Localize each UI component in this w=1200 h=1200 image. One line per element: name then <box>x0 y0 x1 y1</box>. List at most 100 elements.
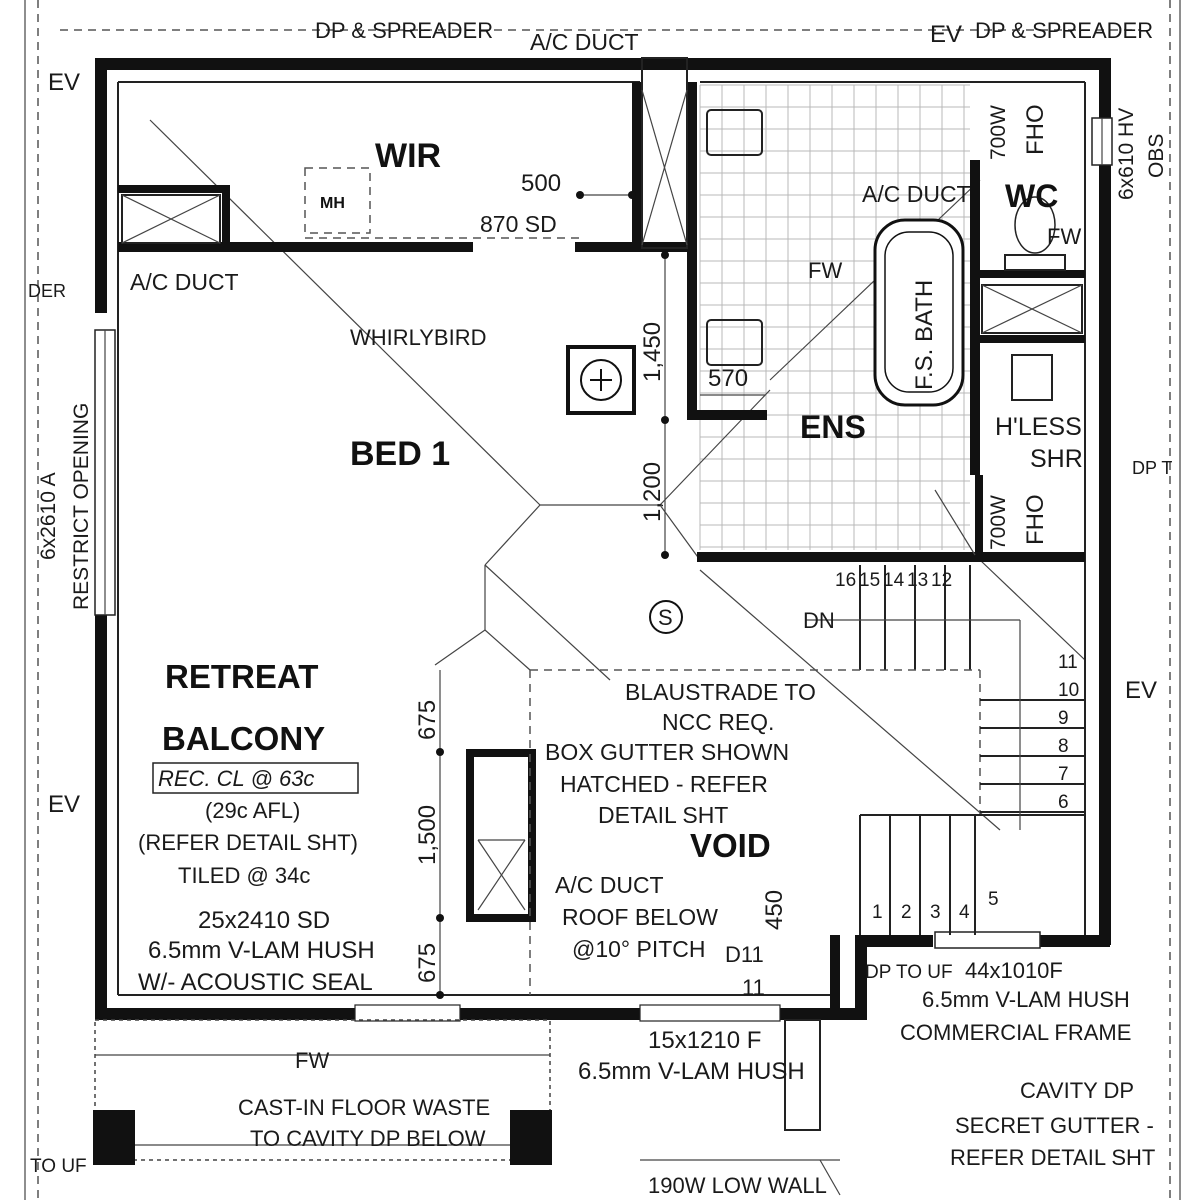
dim-450: 450 <box>761 890 788 930</box>
label-700w-top: 700W <box>987 105 1010 160</box>
label-dn: DN <box>803 608 835 633</box>
eave-lines <box>24 0 1181 1200</box>
label-d11-num: 11 <box>742 975 765 1000</box>
label-dp-spreader-left: DP & SPREADER <box>315 18 493 43</box>
label-fw-balcony: FW <box>295 1048 329 1073</box>
label-vlam-2: 6.5mm V-LAM HUSH <box>922 987 1130 1012</box>
label-acoustic: W/- ACOUSTIC SEAL <box>138 969 373 996</box>
label-window-right-2: OBS <box>1145 134 1168 178</box>
room-label-retreat: RETREAT <box>165 658 318 695</box>
label-ev-top-right: EV <box>930 21 962 48</box>
label-cavity-dp: CAVITY DP <box>1020 1078 1134 1103</box>
label-door-15x1210: 15x1210 F <box>648 1027 761 1054</box>
label-window-right-1: 6x610 HV <box>1115 108 1138 200</box>
label-window-left-2: RESTRICT OPENING <box>70 403 93 610</box>
stair-number-top-4: 12 <box>931 570 952 591</box>
bathroom-fixtures <box>706 109 1066 556</box>
stair-treads <box>529 565 1085 995</box>
label-tiled: TILED @ 34c <box>178 863 310 888</box>
dimension-text: 500 1,450 570 1,200 675 1,500 675 450 <box>414 170 788 983</box>
label-fho-top: FHO <box>1022 104 1049 155</box>
label-sd-25x2410: 25x2410 SD <box>198 907 330 934</box>
stair-symbol-circle <box>649 600 683 634</box>
label-ac-duct-top: A/C DUCT <box>530 29 639 55</box>
dimension-lines <box>436 191 765 999</box>
label-der: DER <box>28 281 66 301</box>
label-vlam-1: 6.5mm V-LAM HUSH <box>148 937 375 964</box>
label-pitch: @10° PITCH <box>572 936 706 962</box>
label-fho-bottom: FHO <box>1022 494 1049 545</box>
label-ev-left-top: EV <box>48 69 80 96</box>
whirlybird-icon <box>566 345 636 415</box>
room-label-void: VOID <box>690 827 771 864</box>
label-700w-bottom: 700W <box>987 495 1010 550</box>
label-roof-below: ROOF BELOW <box>562 904 718 930</box>
label-dp-t: DP T <box>1132 458 1172 478</box>
stair-number-bottom-1: 2 <box>901 902 912 923</box>
stair-number-right-3: 8 <box>1058 736 1069 757</box>
label-box-gutter-2: HATCHED - REFER <box>560 771 768 797</box>
label-ev-left-bottom: EV <box>48 791 80 818</box>
stair-number-bottom-3: 4 <box>959 902 970 923</box>
label-ac-duct-void: A/C DUCT <box>555 872 664 898</box>
label-rec-cl: REC. CL @ 63c <box>158 766 314 791</box>
dim-1200: 1,200 <box>639 462 666 522</box>
windows <box>94 117 1113 1022</box>
label-to-uf: TO UF <box>30 1156 87 1177</box>
label-balustrade-1: BLAUSTRADE TO <box>625 679 816 705</box>
annotations: DP & SPREADER DP & SPREADER EV A/C DUCT … <box>28 18 1172 1198</box>
label-cast-in-1: CAST-IN FLOOR WASTE <box>238 1095 490 1120</box>
label-door-44x1010: 44x1010F <box>965 958 1063 983</box>
label-afl: (29c AFL) <box>205 798 300 823</box>
label-ac-duct-ens: A/C DUCT <box>862 181 971 207</box>
room-label-ens: ENS <box>800 409 866 445</box>
label-ac-duct-left: A/C DUCT <box>130 269 239 295</box>
duct-boxes <box>121 57 1083 922</box>
dim-1450: 1,450 <box>639 322 666 382</box>
label-ev-right: EV <box>1125 677 1157 704</box>
stair-symbol-label: S <box>658 605 673 630</box>
label-window-left-1: 6x2610 A <box>37 472 60 560</box>
label-secret-gutter: SECRET GUTTER - <box>955 1113 1154 1138</box>
label-870-sd: 870 SD <box>480 211 557 237</box>
stair-number-right-1: 10 <box>1058 680 1079 701</box>
label-whirlybird: WHIRLYBIRD <box>350 325 487 350</box>
balcony-floor <box>93 1019 841 1196</box>
stair-number-top-3: 13 <box>907 570 928 591</box>
walls <box>95 58 1111 1020</box>
label-balustrade-2: NCC REQ. <box>662 709 774 735</box>
label-refer-detail: (REFER DETAIL SHT) <box>138 830 358 855</box>
dim-1500: 1,500 <box>414 805 441 865</box>
label-dp-spreader-right: DP & SPREADER <box>975 18 1153 43</box>
label-hless-2: SHR <box>1030 445 1083 473</box>
label-dp-to-uf: DP TO UF <box>865 962 953 983</box>
dim-675-bottom: 675 <box>414 943 441 983</box>
stair-number-bottom-2: 3 <box>930 902 941 923</box>
dim-675-top: 675 <box>414 700 441 740</box>
manhole-label: MH <box>320 195 345 212</box>
stair-number-bottom-4: 5 <box>988 889 999 910</box>
label-fw-ens: FW <box>808 258 842 283</box>
label-cast-in-2: TO CAVITY DP BELOW <box>250 1126 486 1151</box>
stair-number-top-1: 15 <box>859 570 880 591</box>
stair-number-top-2: 14 <box>883 570 905 591</box>
stair-number-bottom-0: 1 <box>872 902 883 923</box>
room-label-bed1: BED 1 <box>350 435 450 473</box>
room-label-wc: WC <box>1005 178 1058 214</box>
stair-number-right-0: 11 <box>1058 652 1078 673</box>
room-label-balcony: BALCONY <box>162 720 325 757</box>
label-commercial-frame: COMMERCIAL FRAME <box>900 1020 1131 1045</box>
label-low-wall: 190W LOW WALL <box>648 1173 827 1198</box>
dim-570: 570 <box>708 365 748 392</box>
label-d11: D11 <box>725 942 764 967</box>
stair-number-top-0: 16 <box>835 570 856 591</box>
label-box-gutter-3: DETAIL SHT <box>598 802 728 828</box>
label-fw-wc: FW <box>1047 224 1081 249</box>
stair-number-right-2: 9 <box>1058 708 1069 729</box>
stair-number-right-4: 7 <box>1058 764 1069 785</box>
room-label-wir: WIR <box>375 137 441 175</box>
label-refer-detail-sht: REFER DETAIL SHT <box>950 1145 1155 1170</box>
